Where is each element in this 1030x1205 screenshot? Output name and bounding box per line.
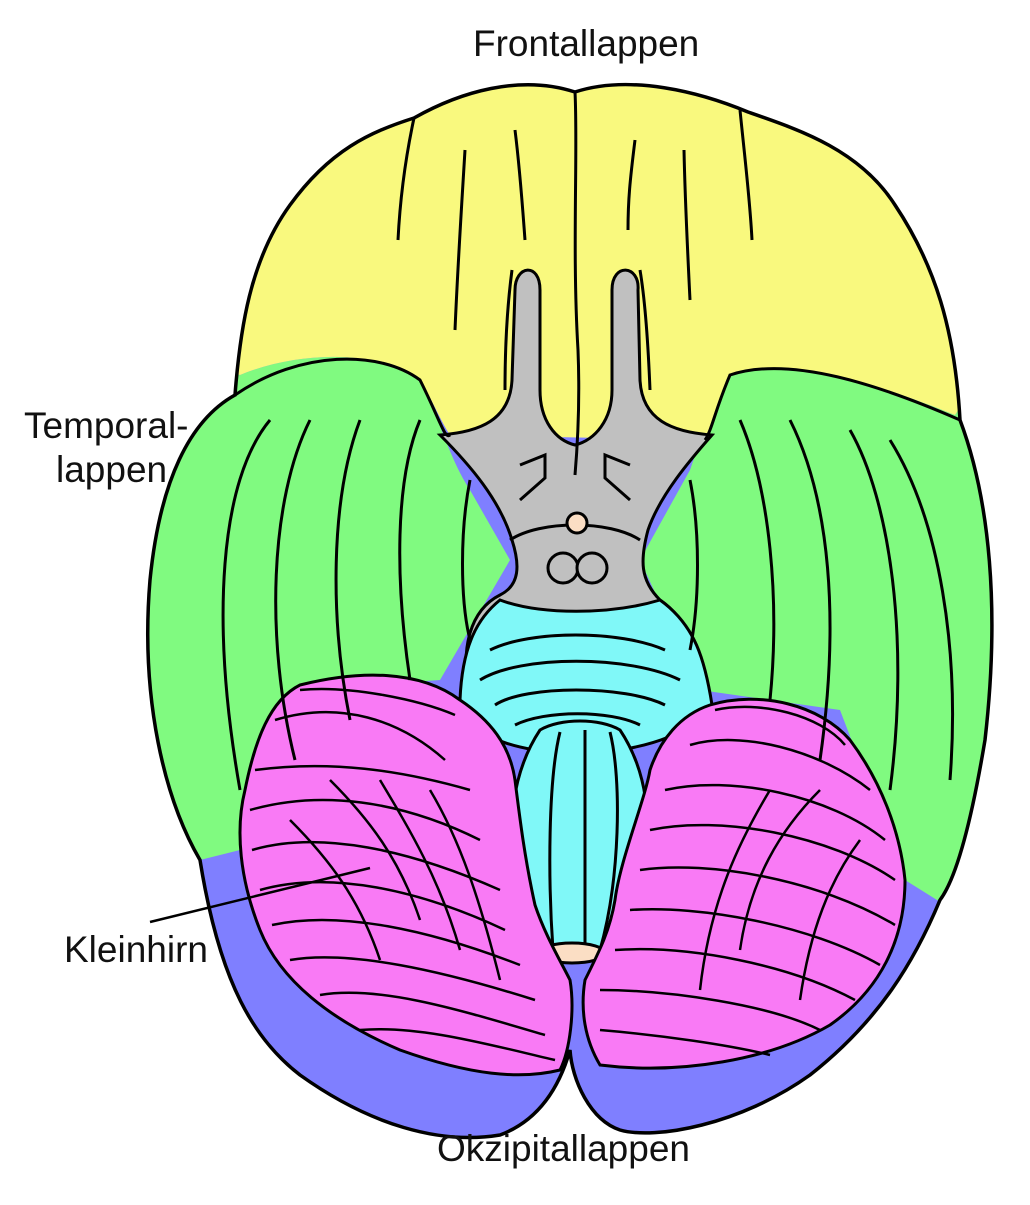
cerebellum-folia-right bbox=[600, 707, 895, 1055]
pons-fibers bbox=[480, 635, 680, 725]
lobe-boundaries bbox=[235, 359, 960, 440]
medulla-groove bbox=[550, 730, 618, 950]
cerebellum-right bbox=[583, 699, 905, 1068]
temporal-lobe-right bbox=[640, 300, 992, 920]
label-temporal-line2: lappen bbox=[56, 449, 168, 490]
label-cerebellum: Kleinhirn bbox=[64, 929, 208, 970]
cerebellum-leader-line bbox=[150, 868, 370, 922]
temporal-sulci bbox=[223, 420, 952, 790]
label-temporal-lobe: Temporal- lappen bbox=[24, 404, 189, 492]
mammillary-body-left bbox=[548, 553, 578, 583]
cerebellum-folia-left bbox=[250, 689, 555, 1060]
temporal-lobe-left bbox=[147, 300, 510, 880]
cerebellum-left bbox=[240, 675, 572, 1075]
mammillary-body-right bbox=[577, 553, 607, 583]
diencephalon-region bbox=[440, 270, 712, 700]
brain-outline bbox=[148, 85, 992, 1138]
pituitary-stalk bbox=[567, 513, 587, 533]
label-occipital-lobe: Okzipitallappen bbox=[437, 1128, 690, 1169]
label-frontal-lobe: Frontallappen bbox=[473, 23, 700, 64]
label-temporal-line1: Temporal- bbox=[24, 405, 189, 446]
frontal-sulci bbox=[398, 92, 752, 475]
